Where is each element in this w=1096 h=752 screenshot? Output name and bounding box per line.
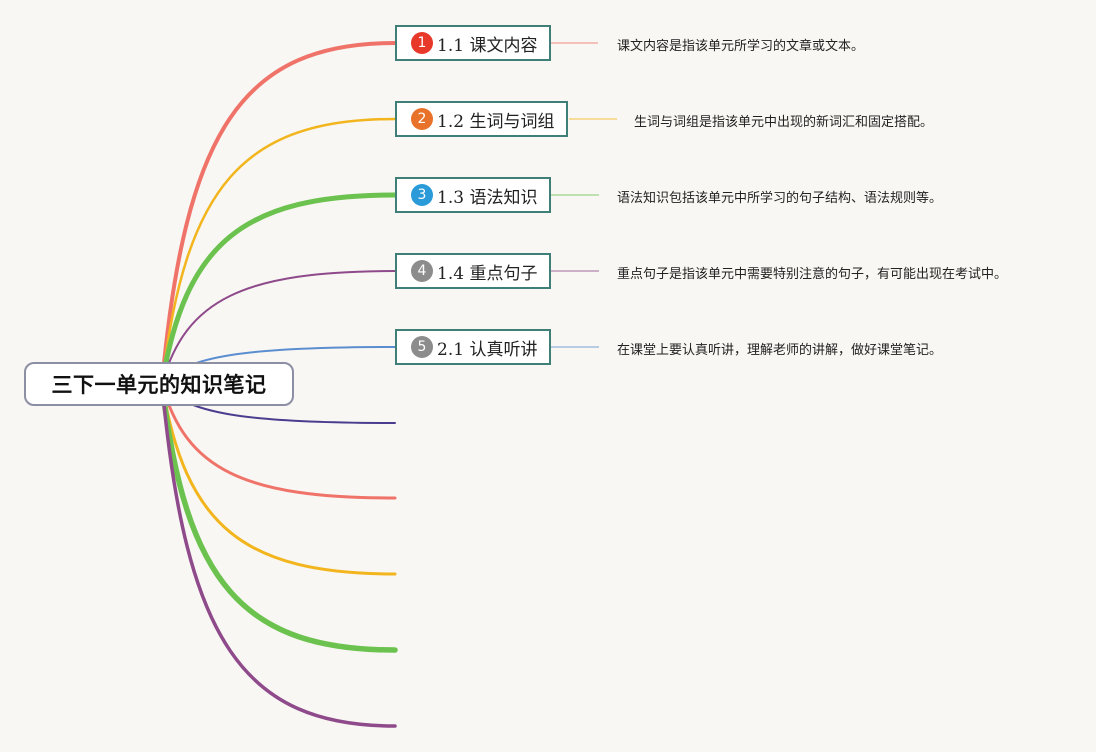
topic-note: 重点句子是指该单元中需要特别注意的句子，有可能出现在考试中。 xyxy=(617,267,1008,282)
topic-node-5[interactable]: 5 2.1 认真听讲 xyxy=(395,329,552,365)
topic-label: 1.1 课文内容 xyxy=(437,35,538,56)
topic-note: 在课堂上要认真听讲，理解老师的讲解，做好课堂笔记。 xyxy=(617,343,943,358)
topic-label: 1.2 生词与词组 xyxy=(437,111,555,132)
number-4-circle-icon: 4 xyxy=(411,260,433,282)
branch-line xyxy=(160,117,397,386)
central-topic[interactable]: 三下一单元的知识笔记 xyxy=(24,362,294,406)
branch-line xyxy=(159,192,398,387)
topic-label: 2.1 认真听讲 xyxy=(437,339,538,360)
branch-line xyxy=(160,41,397,386)
branch-line xyxy=(161,270,396,385)
number-5-circle-icon: 5 xyxy=(411,336,433,358)
empty-branch-line xyxy=(160,382,397,576)
topic-note: 课文内容是指该单元所学习的文章或文本。 xyxy=(617,39,865,54)
topic-node-2[interactable]: 2 1.2 生词与词组 xyxy=(395,101,569,137)
topic-node-4[interactable]: 4 1.4 重点句子 xyxy=(395,253,552,289)
empty-branch-line xyxy=(159,381,398,653)
topic-note: 生词与词组是指该单元中出现的新词汇和固定搭配。 xyxy=(634,115,934,130)
topic-label: 1.4 重点句子 xyxy=(437,263,538,284)
topic-label: 1.3 语法知识 xyxy=(437,187,538,208)
empty-branch-line xyxy=(160,382,397,500)
number-1-circle-icon: 1 xyxy=(411,32,433,54)
topic-note: 语法知识包括该单元中所学习的句子结构、语法规则等。 xyxy=(617,191,943,206)
topic-node-3[interactable]: 3 1.3 语法知识 xyxy=(395,177,552,213)
central-topic-label: 三下一单元的知识笔记 xyxy=(51,373,267,397)
number-2-circle-icon: 2 xyxy=(411,108,433,130)
topic-node-1[interactable]: 1 1.1 课文内容 xyxy=(395,25,552,61)
number-3-circle-icon: 3 xyxy=(411,184,433,206)
empty-branch-line xyxy=(160,382,397,728)
